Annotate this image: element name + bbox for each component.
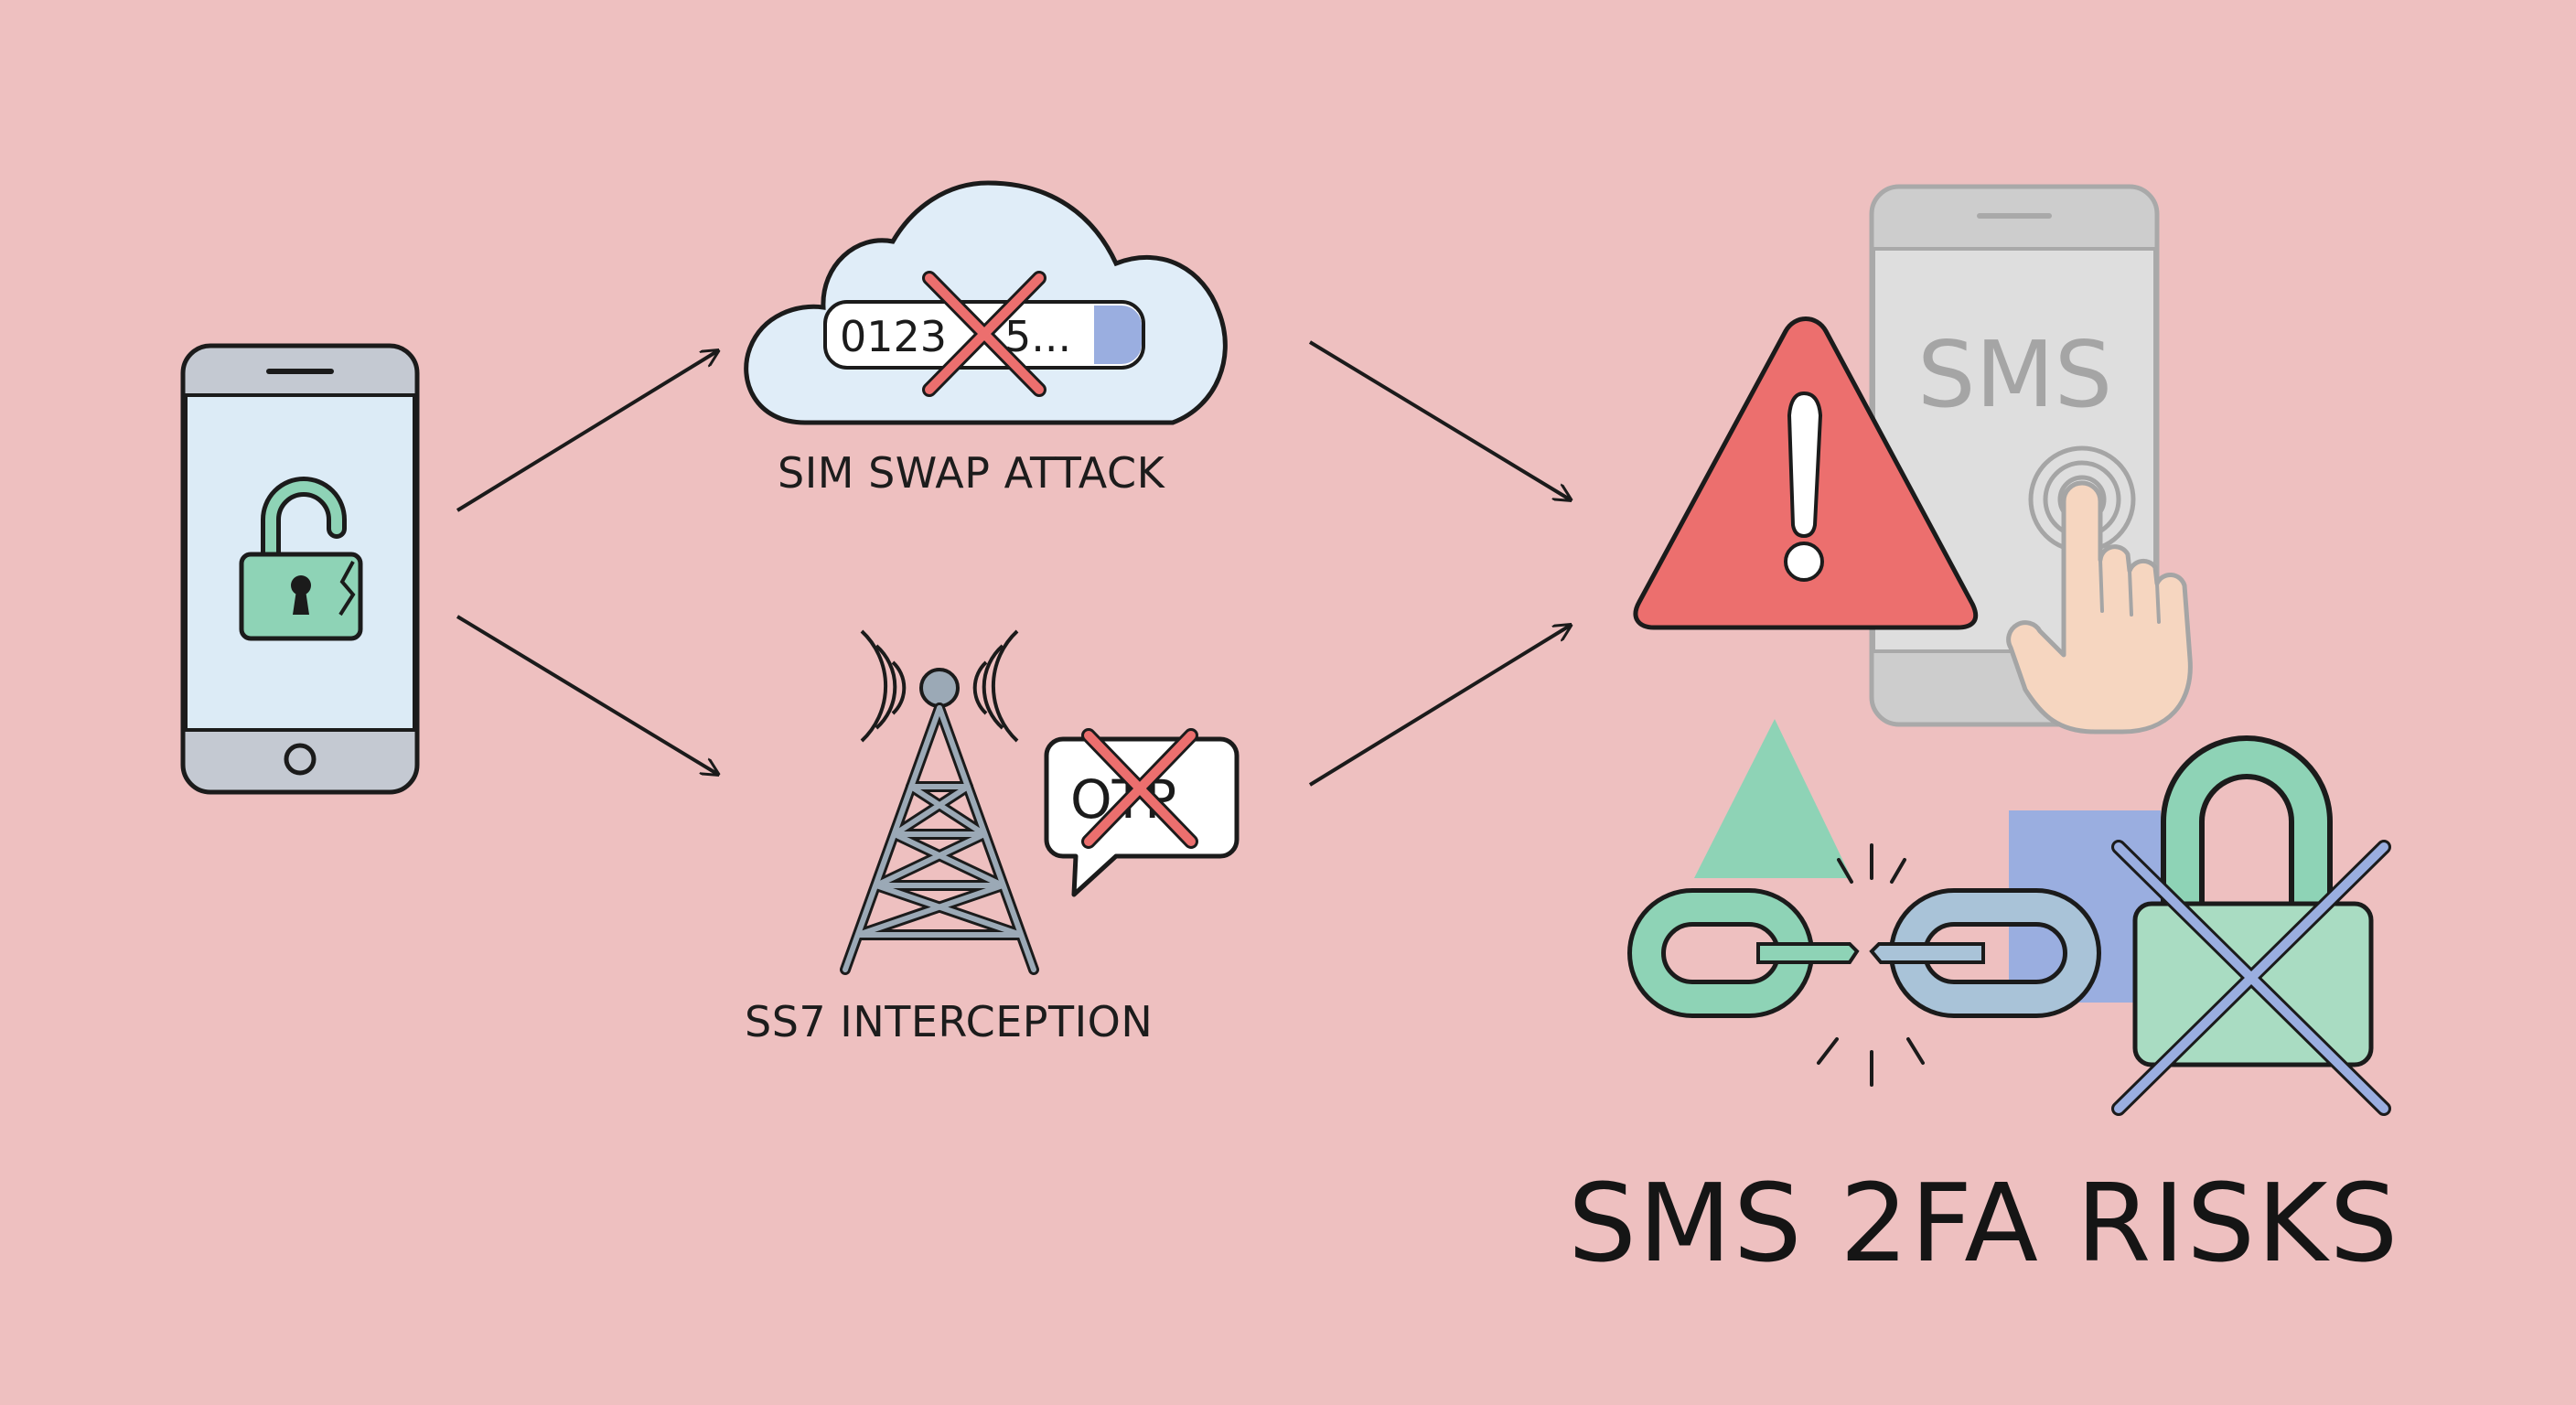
phone-sms-text: SMS [1917, 321, 2112, 428]
sim-swap-label: SIM SWAP ATTACK [778, 448, 1165, 498]
cloud-icon: 0123 5... [744, 180, 1228, 425]
broken-chain-icon [1627, 843, 2101, 1087]
flow-arrows [456, 340, 1570, 787]
ss7-interception-label: SS7 INTERCEPTION [745, 997, 1154, 1046]
arrow-ss7-to-risk [1308, 626, 1570, 787]
tapping-hand-icon [2006, 445, 2193, 735]
cloud-code-suffix: 5... [1004, 312, 1071, 361]
signal-waves [860, 629, 1019, 743]
arrow-sim-swap-to-risk [1308, 340, 1570, 499]
arrow-phone-to-ss7 [456, 615, 717, 774]
break-lines [1817, 843, 1925, 1087]
arrow-phone-to-sim-swap [456, 351, 717, 512]
warning-triangle-icon [1633, 316, 1979, 630]
cell-tower-icon [840, 629, 1039, 975]
cloud-code-text: 0123 [840, 312, 947, 361]
speech-bubble-icon: OTP [1044, 728, 1240, 897]
broken-padlock-icon [239, 477, 363, 641]
crossed-padlock-icon [2111, 735, 2391, 1116]
diagram-title: SMS 2FA RISKS [1568, 1160, 2400, 1286]
red-x-mark [922, 271, 1046, 397]
red-x-mark [1081, 728, 1198, 849]
